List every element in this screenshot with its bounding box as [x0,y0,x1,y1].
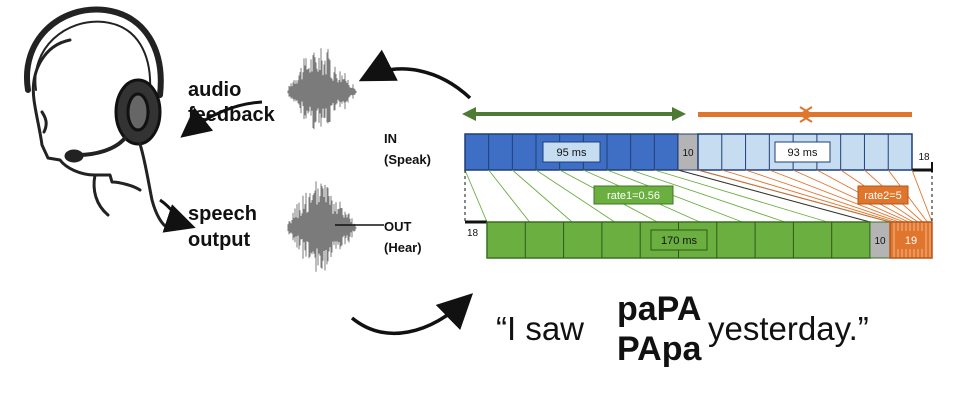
audio-label: audio [188,79,241,101]
green-mapping-line [654,169,828,223]
orange-mapping-line [769,169,905,223]
orange-mapping-line [792,169,909,223]
output-label: output [188,229,251,251]
green-mapping-line [512,169,573,223]
mapping-lines [464,169,933,223]
in-speak-label: (Speak) [384,152,431,167]
sentence-open: “I saw [496,310,584,347]
out-gap-value: 10 [874,236,886,247]
speech-output-waveform [287,181,357,272]
in-first-segment [464,133,679,171]
green-mapping-line [606,169,743,223]
sentence-close: yesterday.” [708,310,869,347]
orange-mapping-line [911,169,933,223]
green-mapping-line [488,169,530,223]
orange-mapping-line [697,169,891,223]
in-label: IN [384,131,397,146]
in-second-duration: 93 ms [788,147,818,159]
green-range-arrow [462,107,686,121]
orange-range-arrow [698,106,912,123]
feedback-label: feedback [188,104,276,126]
orange-mapping-line [721,169,895,223]
rate2-label: rate2=5 [864,190,902,202]
in-timeline-bar: 95 ms 10 93 ms 18 [464,133,933,172]
rate1-label: rate1=0.56 [607,190,660,202]
return-arrow [358,49,472,100]
feedback-arrow [180,100,263,138]
speech-output-arrow [159,198,196,233]
out-label: OUT [384,219,412,234]
sentence-arrow [350,293,474,335]
out-second-duration: 19 [905,235,917,247]
speech-label: speech [188,203,257,225]
green-mapping-line [630,169,786,223]
gap-mapping-line [677,169,871,223]
green-mapping-line [464,169,488,223]
in-first-duration: 95 ms [557,147,587,159]
audio-feedback-waveform [287,48,357,130]
sentence-option-bottom: PApa [617,330,702,368]
out-timeline-bar: 18 170 ms 10 19 [465,220,933,259]
in-tail-value: 18 [918,152,930,163]
out-lead-value: 18 [467,228,479,239]
headset-head-icon [23,6,170,230]
green-mapping-line [535,169,615,223]
out-hear-label: (Hear) [384,240,422,255]
in-gap-value: 10 [682,148,694,159]
out-first-duration: 170 ms [661,235,698,247]
sentence-option-top: paPA [617,290,701,328]
orange-mapping-line [745,169,900,223]
